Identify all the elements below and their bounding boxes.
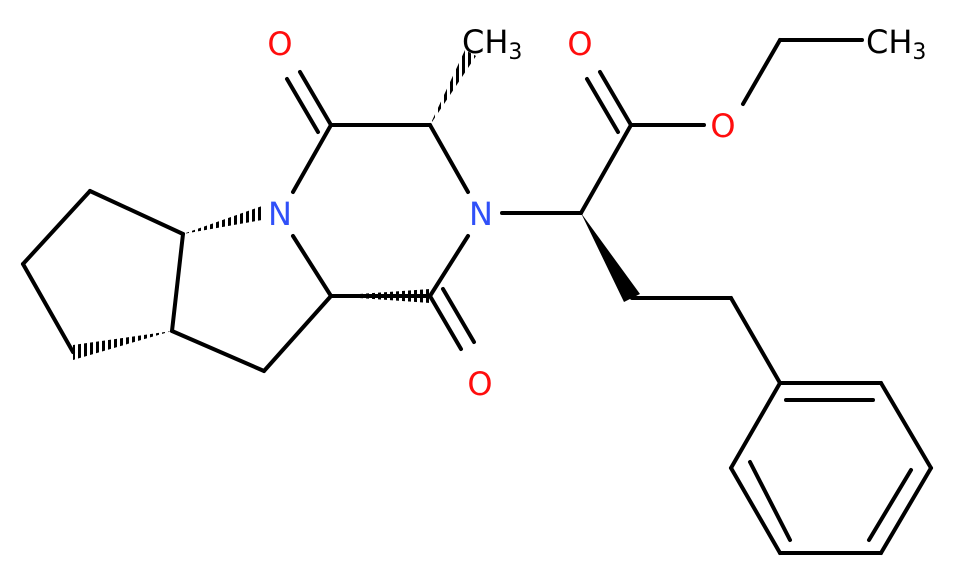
methyl-ring-main: CH [462,23,508,61]
bond-ester-dbl-a [598,70,633,127]
bonds [21,38,933,555]
oxygen-label-bottom: O [467,365,492,403]
hashed-wedge-methyl [430,50,476,125]
svg-text:CH3: CH3 [866,23,926,65]
bond-ph2 [879,381,933,470]
bond-py1 [170,329,266,373]
bond-py3 [291,234,333,298]
methyl-ethyl-main: CH [866,23,912,61]
bond-ph-inner3 [748,460,792,542]
bond-cp2 [21,189,92,266]
oxygen-label-ester-carbonyl: O [567,25,592,63]
bond-co-bot-b [441,287,476,344]
solid-wedge-chain [581,213,640,302]
svg-text:CH3: CH3 [462,23,522,65]
bond-cp5 [170,232,185,333]
atom-labels: O O O O N N CH3 CH3 [267,23,926,403]
bond-cp1 [88,189,185,236]
methyl-label-ethyl: CH3 [866,23,926,65]
methyl-label-ring: CH3 [462,23,522,65]
stereo-bonds [73,50,640,360]
bond-pz4 [428,234,470,298]
bond-ph6 [729,381,782,470]
nitrogen-label-right: N [469,195,493,233]
bond-co-bot-a [428,294,463,351]
bond-ethyl1 [741,38,782,106]
hashed-wedge-co-bot [331,289,430,303]
bond-co-top-a [298,70,333,127]
oxygen-label-ether: O [710,107,735,145]
bond-pz3 [428,123,470,194]
bond-ester-dbl-b [585,77,620,134]
bond-chain2 [729,296,782,385]
bond-py2 [262,294,333,373]
hashed-wedge-n-fusion [183,206,262,234]
bond-ph5 [729,466,782,555]
bond-ph-inner2 [867,468,913,542]
oxygen-label-top: O [267,25,292,63]
hashed-wedge-cp4 [73,331,172,360]
bond-cp3 [21,262,75,354]
nitrogen-label-left: N [268,195,292,233]
bond-ester1 [579,123,633,215]
methyl-ethyl-sub: 3 [912,40,926,65]
bond-pz1 [291,123,333,194]
bond-co-top-b [285,77,320,134]
bond-ph3 [879,466,933,555]
methyl-ring-sub: 3 [508,40,522,65]
